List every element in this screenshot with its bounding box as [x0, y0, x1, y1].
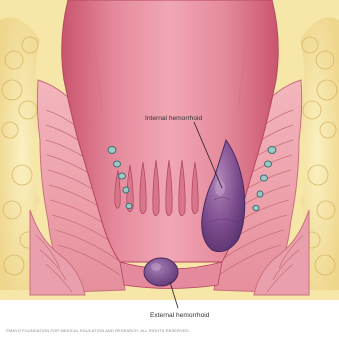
- copyright-notice: ©MAYO FOUNDATION FOR MEDICAL EDUCATION A…: [6, 328, 190, 333]
- external-hemorrhoid-label: External hemorrhoid: [150, 312, 210, 319]
- external-hemorrhoid-shape: [144, 258, 178, 286]
- internal-hemorrhoid-label: Internal hemorrhoid: [145, 115, 203, 122]
